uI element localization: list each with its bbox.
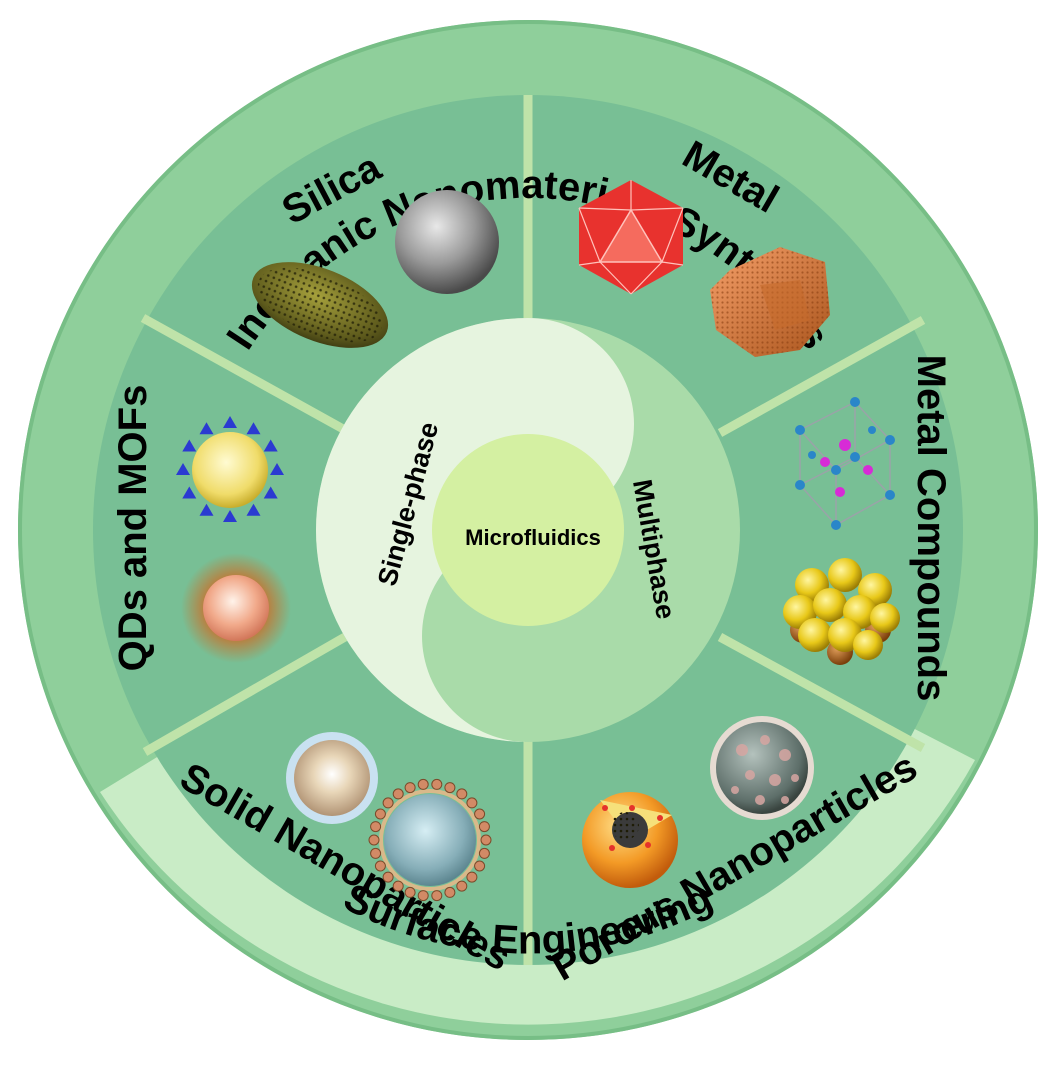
lipid-head bbox=[480, 834, 492, 846]
microfluidics-core bbox=[432, 434, 624, 626]
lipid-head bbox=[431, 778, 443, 790]
microfluidics-label: Microfluidics bbox=[465, 525, 601, 550]
mof-node bbox=[263, 486, 278, 499]
mof-node bbox=[270, 463, 284, 475]
lipid-head bbox=[444, 782, 456, 794]
silica-sphere-icon bbox=[395, 190, 499, 294]
lipid-head bbox=[392, 788, 404, 800]
crystal-lattice-icon bbox=[795, 397, 895, 530]
lipid-head bbox=[370, 821, 382, 833]
lipid-head bbox=[466, 797, 478, 809]
mof-node bbox=[246, 503, 261, 516]
mof-node bbox=[246, 422, 261, 435]
core-shell-cutaway-icon bbox=[582, 792, 678, 888]
lipid-head bbox=[466, 871, 478, 883]
lipid-head bbox=[382, 871, 394, 883]
lipid-head bbox=[431, 890, 443, 902]
lipid-head bbox=[374, 808, 386, 820]
segment-dividers bbox=[140, 95, 926, 965]
mof-node bbox=[199, 503, 214, 516]
quantum-dot-icon bbox=[181, 553, 291, 663]
lipid-head bbox=[404, 782, 416, 794]
mof-node bbox=[263, 439, 278, 452]
lipid-head bbox=[392, 880, 404, 892]
lipid-head bbox=[368, 834, 380, 846]
lipid-head bbox=[370, 847, 382, 859]
lipid-head bbox=[417, 890, 429, 902]
lipid-head bbox=[404, 886, 416, 898]
lipid-head bbox=[474, 860, 486, 872]
mesoporous-silica-rod-icon bbox=[251, 262, 389, 348]
lipid-head bbox=[474, 808, 486, 820]
lipid-head bbox=[478, 847, 490, 859]
lipid-head bbox=[417, 778, 429, 790]
mof-node bbox=[223, 510, 237, 522]
outer-ring-edge bbox=[18, 20, 1038, 1040]
segment-label-metal-compounds: Metal Compounds bbox=[909, 355, 953, 702]
porous-sphere-icon bbox=[710, 716, 814, 820]
icosahedron-icon bbox=[578, 180, 684, 295]
lipid-head bbox=[456, 788, 468, 800]
mof-framework-icon bbox=[176, 416, 284, 522]
nanocluster-icon bbox=[783, 558, 900, 665]
mof-node bbox=[182, 439, 197, 452]
mof-node bbox=[182, 486, 197, 499]
solid-sphere-icon bbox=[286, 732, 378, 824]
mof-node bbox=[176, 463, 190, 475]
truncated-octahedron-icon bbox=[710, 247, 830, 357]
segment-label-qds-mofs: QDs and MOFs bbox=[111, 385, 155, 672]
lipid-head bbox=[456, 880, 468, 892]
lipid-head bbox=[374, 860, 386, 872]
lipid-head bbox=[444, 886, 456, 898]
lipid-head bbox=[478, 821, 490, 833]
liposome-coated-particle-icon bbox=[368, 778, 492, 902]
mof-node bbox=[223, 416, 237, 428]
mof-node bbox=[199, 422, 214, 435]
lipid-head bbox=[382, 797, 394, 809]
